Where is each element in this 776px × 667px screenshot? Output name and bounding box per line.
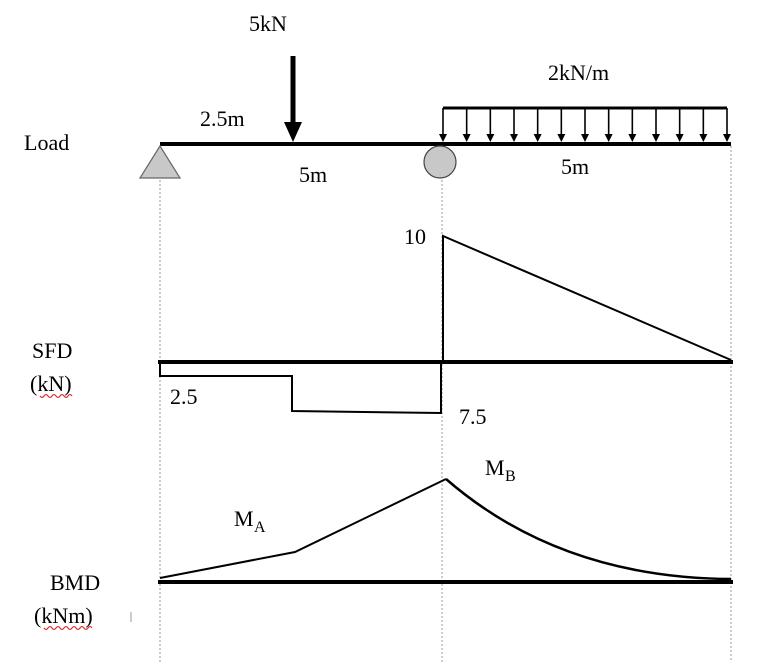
udl-arrowhead-icon — [604, 134, 613, 142]
udl-arrowhead-icon — [675, 134, 684, 142]
sfd-label: SFD — [32, 338, 72, 363]
sfd-value-a: 2.5 — [170, 384, 198, 409]
udl-arrowhead-icon — [510, 134, 518, 142]
udl-arrowhead-icon — [581, 134, 589, 142]
bmd-parabolic-segment — [445, 478, 732, 581]
spellcheck-underline — [43, 625, 93, 631]
bending-moment-diagram: BMD (kNm) M A M B — [34, 455, 733, 631]
span-bc-label: 5m — [561, 154, 589, 179]
point-load-label: 5kN — [249, 11, 287, 36]
pin-support-icon — [138, 144, 182, 179]
bmd-linear-segment — [159, 478, 447, 579]
sfd-negative-shear-line — [159, 362, 442, 415]
udl-arrowhead-icon — [439, 134, 447, 142]
udl-arrowhead-icon — [557, 134, 566, 142]
udl-arrowhead-icon — [486, 134, 495, 142]
roller-support-icon — [423, 145, 457, 179]
shear-force-diagram: SFD (kN) 2.5 7.5 10 — [30, 224, 733, 429]
load-row-label: Load — [24, 130, 69, 155]
moment-b-label: M B — [485, 455, 516, 485]
udl-arrowhead-icon — [628, 134, 637, 142]
svg-text:A: A — [254, 519, 266, 536]
udl-arrowhead-icon — [723, 134, 731, 142]
span-ab-label: 5m — [299, 162, 327, 187]
distributed-load-icon — [439, 106, 731, 142]
point-load-position-label: 2.5m — [200, 106, 245, 131]
svg-text:M: M — [485, 455, 505, 480]
point-load-arrow-icon — [284, 56, 302, 142]
udl-arrowhead-icon — [533, 134, 542, 142]
sfd-value-b-left: 7.5 — [459, 404, 487, 429]
bmd-unit-label: (kNm) — [34, 603, 93, 628]
sfd-value-b-right: 10 — [404, 224, 426, 249]
svg-text:M: M — [234, 506, 254, 531]
svg-text:B: B — [505, 468, 516, 485]
spellcheck-underline — [39, 393, 73, 399]
load-diagram: Load 5kN 2.5m 5m 2kN/m 5m — [24, 11, 731, 187]
udl-arrowhead-icon — [699, 134, 708, 142]
distributed-load-label: 2kN/m — [548, 60, 609, 85]
bmd-label: BMD — [50, 570, 100, 595]
sfd-unit-label: (kN) — [30, 371, 72, 396]
sfd-positive-shear-line — [442, 234, 732, 362]
udl-arrowhead-icon — [652, 134, 660, 142]
udl-arrowhead-icon — [462, 134, 471, 142]
moment-a-label: M A — [234, 506, 266, 536]
